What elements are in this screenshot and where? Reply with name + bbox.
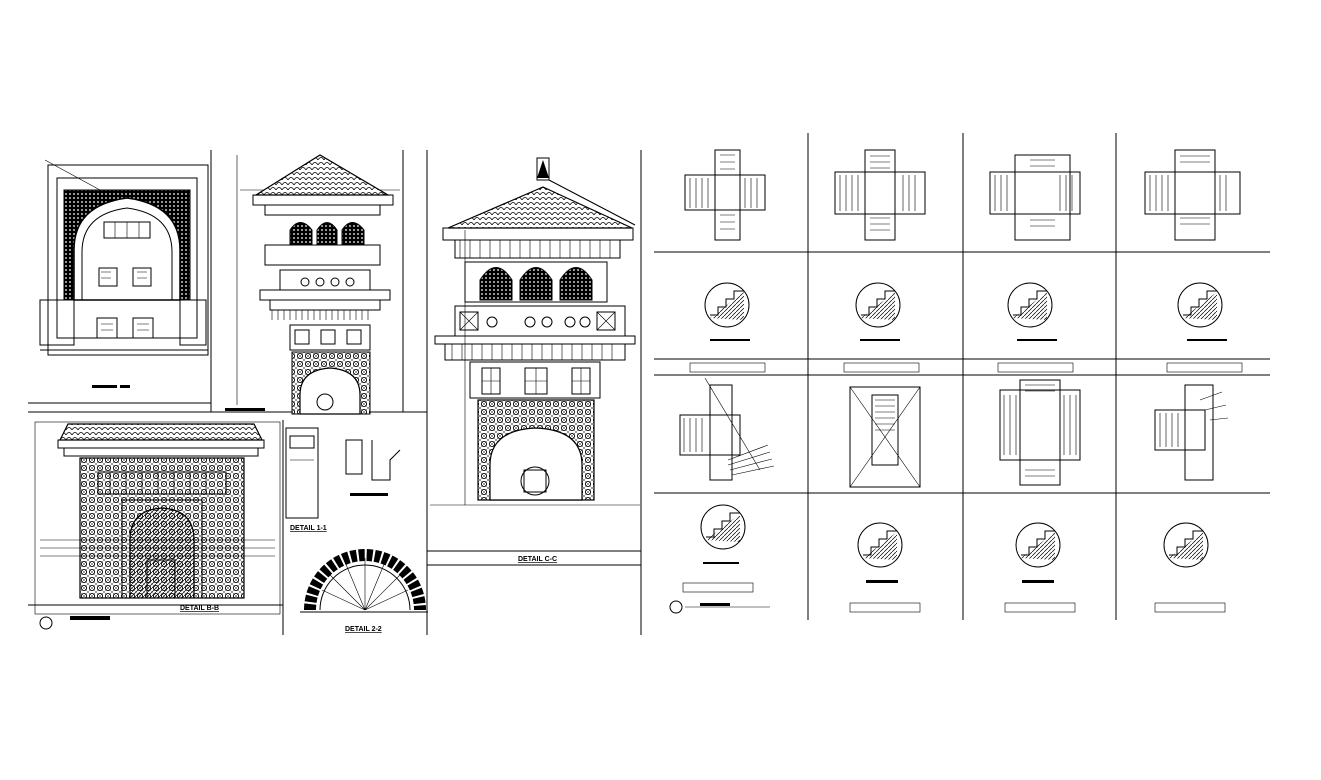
stair-plan-grid (669, 149, 1243, 614)
arched-facade-elevation (39, 159, 209, 388)
stair-plan-4 (1144, 149, 1241, 241)
stair-plan-8 (1154, 384, 1229, 481)
arcade (289, 222, 365, 246)
dentils (271, 310, 369, 320)
tower-elevation-small (225, 154, 400, 415)
stair-plan-5 (679, 377, 775, 481)
sheet-frame-lines (28, 133, 1270, 635)
step-detail-row1 (689, 282, 1243, 373)
detail-1-section: DETAIL 1-1 (285, 427, 401, 532)
label-detail-1: DETAIL 1-1 (290, 525, 327, 532)
stair-plan-1 (684, 149, 766, 241)
stair-plan-7 (999, 379, 1081, 486)
stair-plan-6 (849, 386, 921, 488)
tower-elevation-large: DETAIL C-C (430, 157, 640, 563)
stair-plan-2 (834, 149, 926, 241)
detail-2-arch-section: DETAIL 2-2 (300, 549, 428, 633)
label-detail-c: DETAIL C-C (518, 556, 557, 563)
arcade-large (479, 267, 593, 301)
step-detail-row2 (669, 504, 1226, 614)
label-detail-b: DETAIL B-B (180, 605, 219, 612)
detail-b-elevation: DETAIL B-B (28, 421, 283, 630)
stair-plan-3 (989, 154, 1081, 241)
label-detail-2: DETAIL 2-2 (345, 626, 382, 633)
